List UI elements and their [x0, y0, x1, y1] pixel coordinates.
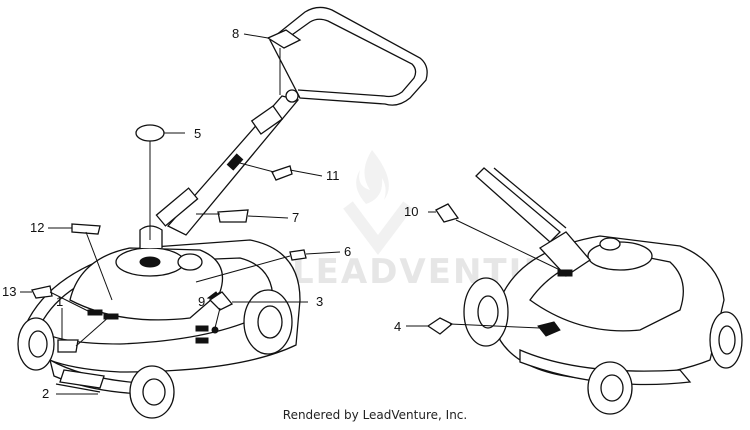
- leader-lines: [20, 33, 561, 395]
- right-mower: [463, 167, 743, 415]
- left-mower-rear-wheel: [243, 289, 293, 355]
- callout-8: 8: [232, 26, 239, 41]
- left-decals: [31, 29, 307, 393]
- callout-2: 2: [42, 386, 49, 401]
- right-mower-front-right-wheel: [709, 311, 743, 369]
- footer-credit: Rendered by LeadVenture, Inc.: [282, 408, 468, 422]
- callout-5: 5: [194, 126, 201, 141]
- callout-3: 3: [316, 294, 323, 309]
- callout-labels: 1 2 3 4 5 6 7 8 9 10 11 12 13: [2, 26, 418, 401]
- callout-1: 1: [56, 294, 63, 309]
- callout-10: 10: [404, 204, 418, 219]
- callout-6: 6: [344, 244, 351, 259]
- callout-4: 4: [394, 319, 401, 334]
- callout-13: 13: [2, 284, 16, 299]
- callout-7: 7: [292, 210, 299, 225]
- right-mower-front-left-wheel: [587, 361, 633, 415]
- right-mower-rear-wheel: [463, 277, 509, 347]
- left-mower-front-left-wheel: [17, 317, 55, 371]
- callout-9: 9: [198, 294, 205, 309]
- watermark-logo: [343, 150, 413, 255]
- callout-12: 12: [30, 220, 44, 235]
- right-decals: [426, 203, 460, 335]
- callout-11: 11: [326, 168, 340, 183]
- left-mower-front-right-wheel: [129, 365, 175, 419]
